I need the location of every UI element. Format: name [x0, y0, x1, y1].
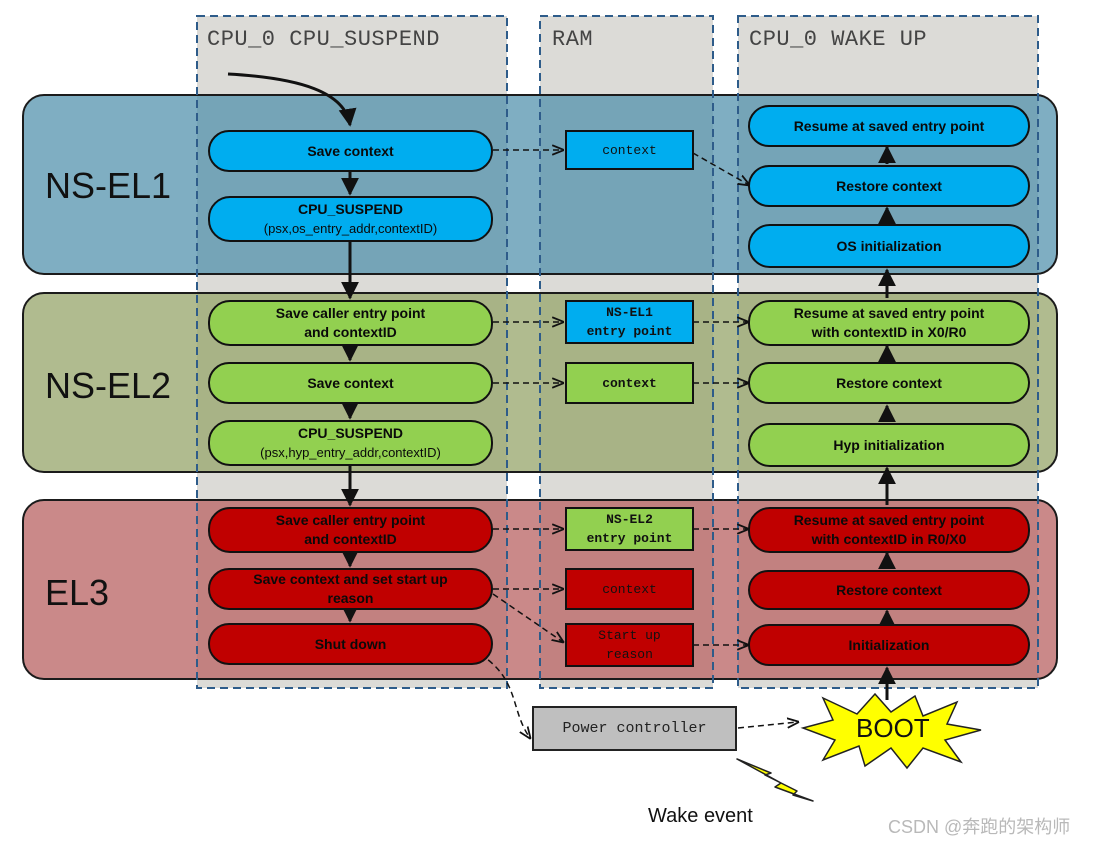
suspend-el1-cpu-suspend: CPU_SUSPEND (psx,os_entry_addr,contextID… — [208, 196, 493, 242]
suspend-el2-save-caller: Save caller entry point and contextID — [208, 300, 493, 346]
wakeup-el3-init-label: Initialization — [848, 636, 930, 653]
column-title-ram: RAM — [552, 27, 594, 52]
suspend-el2-cpu-suspend: CPU_SUSPEND (psx,hyp_entry_addr,contextI… — [208, 420, 493, 466]
ram-el2-context: context — [565, 362, 694, 404]
wakeup-el3-restore-label: Restore context — [836, 581, 942, 598]
suspend-el1-save-context: Save context — [208, 130, 493, 172]
wakeup-el3-resume-label-1: Resume at saved entry point — [793, 512, 985, 528]
suspend-el3-shut-down: Shut down — [208, 623, 493, 665]
wakeup-el1-os-init-label: OS initialization — [836, 237, 942, 254]
suspend-el1-cpu-suspend-label: CPU_SUSPEND — [297, 201, 404, 217]
wakeup-el1-restore: Restore context — [748, 165, 1030, 207]
ram-el3-startup-reason: Start up reason — [565, 623, 694, 667]
ram-el3-startup-label-1: Start up — [598, 628, 661, 643]
column-title-cpu-wakeup: CPU_0 WAKE UP — [749, 27, 928, 52]
suspend-el3-save-caller-label-2: and contextID — [304, 531, 397, 547]
wakeup-el3-restore: Restore context — [748, 570, 1030, 610]
wakeup-el1-restore-label: Restore context — [836, 177, 942, 194]
suspend-el3-save-context-label-2: reason — [327, 590, 374, 606]
ram-el2-entry-point: NS-EL1 entry point — [565, 300, 694, 344]
ram-el3-entry-label-2: entry point — [586, 531, 673, 546]
wakeup-el1-resume: Resume at saved entry point — [748, 105, 1030, 147]
suspend-el2-save-context: Save context — [208, 362, 493, 404]
band-label-ns-el2: NS-EL2 — [45, 365, 172, 406]
ram-el1-context-label: context — [602, 142, 657, 158]
ram-el3-context: context — [565, 568, 694, 610]
wakeup-el2-restore-label: Restore context — [836, 374, 942, 391]
suspend-el2-cpu-suspend-args: (psx,hyp_entry_addr,contextID) — [260, 445, 441, 460]
suspend-el3-shut-down-label: Shut down — [314, 635, 387, 652]
suspend-el2-save-context-label: Save context — [307, 374, 394, 391]
wakeup-el2-restore: Restore context — [748, 362, 1030, 404]
wakeup-el3-resume-label-2: with contextID in R0/X0 — [811, 531, 967, 547]
boot-label: BOOT — [856, 713, 930, 743]
suspend-el3-save-context: Save context and set start up reason — [208, 568, 493, 610]
wakeup-el1-os-init: OS initialization — [748, 224, 1030, 268]
power-controller-label: Power controller — [562, 720, 707, 737]
wakeup-el2-resume: Resume at saved entry point with context… — [748, 300, 1030, 346]
wake-event-label: Wake event — [648, 805, 753, 827]
boot-star-icon — [800, 692, 982, 770]
band-label-ns-el1: NS-EL1 — [45, 165, 172, 206]
suspend-el2-save-caller-label-2: and contextID — [304, 324, 397, 340]
wakeup-el2-hyp-init: Hyp initialization — [748, 423, 1030, 467]
suspend-el3-save-caller: Save caller entry point and contextID — [208, 507, 493, 553]
suspend-el2-cpu-suspend-label: CPU_SUSPEND — [297, 425, 404, 441]
suspend-el1-save-context-label: Save context — [307, 142, 394, 159]
ram-el2-entry-label-2: entry point — [586, 324, 673, 339]
ram-el3-entry-label-1: NS-EL2 — [606, 512, 653, 527]
suspend-el3-save-context-label-1: Save context and set start up — [253, 571, 448, 587]
ram-el2-entry-label-1: NS-EL1 — [606, 305, 653, 320]
ram-el3-entry-point: NS-EL2 entry point — [565, 507, 694, 551]
wakeup-el3-init: Initialization — [748, 624, 1030, 666]
suspend-el1-cpu-suspend-args: (psx,os_entry_addr,contextID) — [263, 221, 438, 236]
wakeup-el1-resume-label: Resume at saved entry point — [793, 117, 985, 134]
wakeup-el2-resume-label-2: with contextID in X0/R0 — [811, 324, 967, 340]
suspend-el2-save-caller-label-1: Save caller entry point — [275, 305, 426, 321]
wakeup-el2-hyp-init-label: Hyp initialization — [833, 436, 945, 453]
ram-el1-context: context — [565, 130, 694, 170]
ram-el3-context-label: context — [602, 581, 657, 597]
power-controller: Power controller — [532, 706, 737, 751]
column-title-cpu-suspend: CPU_0 CPU_SUSPEND — [207, 27, 440, 52]
ram-el2-context-label: context — [602, 375, 657, 391]
band-label-el3: EL3 — [45, 572, 110, 613]
wakeup-el3-resume: Resume at saved entry point with context… — [748, 507, 1030, 553]
lightning-icon — [736, 758, 814, 802]
suspend-el3-save-caller-label-1: Save caller entry point — [275, 512, 426, 528]
ram-el3-startup-label-2: reason — [606, 647, 653, 662]
wakeup-el2-resume-label-1: Resume at saved entry point — [793, 305, 985, 321]
watermark: CSDN @奔跑的架构师 — [888, 817, 1071, 837]
